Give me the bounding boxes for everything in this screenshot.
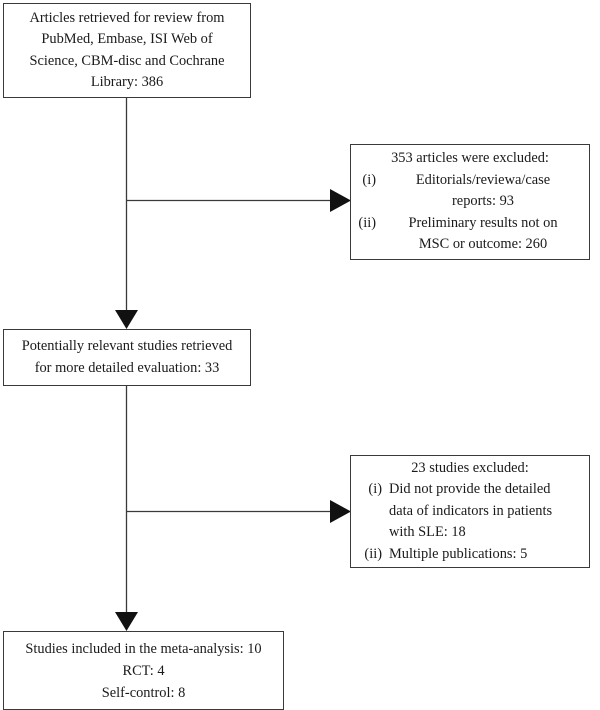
articles-excluded-item-text: Editorials/reviewa/case reports: 93 xyxy=(415,171,551,210)
studies-excluded-item: (ii) Multiple publications: 5 xyxy=(355,544,585,566)
studies-excluded-item-text: Multiple publications: 5 xyxy=(389,545,528,562)
arrowhead-right-to-excluded-2 xyxy=(330,500,351,523)
potentially-relevant-line-2: for more detailed evaluation: 33 xyxy=(34,359,220,376)
potentially-relevant-box: Potentially relevant studies retrieved f… xyxy=(3,329,251,386)
records-retrieved-line-3: Science, CBM-disc and Cochrane xyxy=(29,52,225,69)
articles-excluded-item: (i) Editorials/reviewa/case reports: 93 xyxy=(353,170,583,213)
list-marker-ii: (ii) xyxy=(358,214,376,231)
studies-included-line-2: RCT: 4 xyxy=(122,662,165,679)
studies-excluded-item: (i) Did not provide the detailed data of… xyxy=(355,479,585,544)
articles-excluded-heading: 353 articles were excluded: xyxy=(391,150,549,167)
list-marker-ii: (ii) xyxy=(364,545,382,562)
records-retrieved-box: Articles retrieved for review from PubMe… xyxy=(3,3,251,98)
studies-excluded-list: (i) Did not provide the detailed data of… xyxy=(351,479,589,565)
arrowhead-right-to-excluded-1 xyxy=(330,189,351,212)
studies-excluded-heading: 23 studies excluded: xyxy=(411,459,529,476)
studies-included-line-1: Studies included in the meta-analysis: 1… xyxy=(25,640,262,657)
arrowhead-down-to-included xyxy=(115,612,138,631)
studies-excluded-item-text: Did not provide the detailed data of ind… xyxy=(389,481,553,541)
list-marker-i: (i) xyxy=(362,171,376,188)
articles-excluded-list: (i) Editorials/reviewa/case reports: 93 … xyxy=(351,170,589,256)
articles-excluded-item-text: Preliminary results not on MSC or outcom… xyxy=(408,214,558,253)
articles-excluded-box: 353 articles were excluded: (i) Editoria… xyxy=(350,144,590,260)
studies-excluded-box: 23 studies excluded: (i) Did not provide… xyxy=(350,455,590,568)
records-retrieved-line-2: PubMed, Embase, ISI Web of xyxy=(41,31,213,47)
articles-excluded-item: (ii) Preliminary results not on MSC or o… xyxy=(353,213,583,256)
studies-included-line-3: Self-control: 8 xyxy=(101,684,186,701)
records-retrieved-line-4: Library: 386 xyxy=(90,74,164,90)
list-marker-i: (i) xyxy=(368,481,382,498)
potentially-relevant-line-1: Potentially relevant studies retrieved xyxy=(21,338,233,354)
records-retrieved-line-1: Articles retrieved for review from xyxy=(29,9,225,26)
arrowhead-down-to-relevant xyxy=(115,310,138,329)
studies-included-box: Studies included in the meta-analysis: 1… xyxy=(3,631,284,710)
